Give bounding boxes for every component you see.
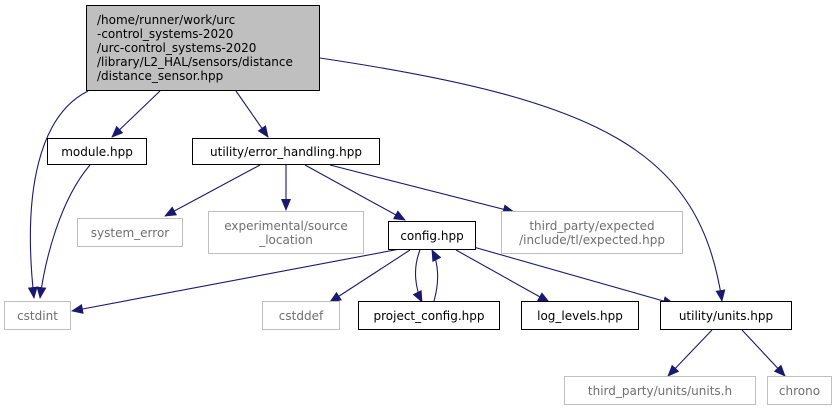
node-units-h: third_party/units/units.h [564, 376, 756, 405]
node-label: cstddef [278, 308, 324, 323]
node-label: third_party/units/units.h [587, 383, 733, 398]
node-label-line: /home/runner/work/urc [97, 13, 236, 27]
edge-project-config [431, 249, 442, 302]
node-label: project_config.hpp [373, 308, 485, 323]
edge-root-module [111, 90, 161, 138]
node-project-config-hpp[interactable]: project_config.hpp [358, 301, 500, 330]
node-label: system_error [90, 225, 170, 240]
edge-eh-expected [329, 164, 515, 215]
node-error-handling-hpp[interactable]: utility/error_handling.hpp [192, 138, 380, 165]
node-units-hpp[interactable]: utility/units.hpp [660, 301, 792, 330]
node-cstddef: cstddef [262, 301, 340, 330]
edge-root-cstdint [27, 90, 89, 299]
edge-units-chrono [741, 329, 786, 377]
edge-eh-config [304, 164, 406, 221]
node-label: module.hpp [61, 144, 133, 159]
node-label-line: /include/tl/expected.hpp [519, 232, 665, 247]
node-label: utility/error_handling.hpp [210, 144, 362, 159]
edge-config-project [412, 249, 423, 303]
node-label-line: -control_systems-2020 [97, 27, 234, 41]
node-label-line: /urc-control_systems-2020 [97, 41, 257, 55]
node-label-line: third_party/expected [529, 218, 655, 233]
edge-config-cstddef [329, 249, 411, 303]
node-label: cstdint [17, 308, 58, 323]
node-label: utility/units.hpp [678, 308, 774, 323]
node-system-error: system_error [77, 218, 183, 247]
edge-module-cstdint [36, 164, 91, 299]
node-expected-hpp: third_party/expected /include/tl/expecte… [501, 211, 683, 254]
node-source-location: experimental/source _location [208, 211, 364, 254]
node-label-line: /distance_sensor.hpp [97, 69, 224, 83]
node-label: chrono [778, 383, 821, 398]
node-label-line: /library/L2_HAL/sensors/distance [97, 55, 293, 69]
node-chrono: chrono [767, 376, 832, 405]
edge-config-log-levels [455, 249, 550, 303]
node-label: config.hpp [400, 228, 464, 243]
node-config-hpp[interactable]: config.hpp [388, 221, 476, 250]
node-label-line: experimental/source [224, 218, 348, 233]
edge-root-error-handling [235, 90, 269, 138]
edge-eh-system-error [164, 164, 261, 217]
node-log-levels-hpp[interactable]: log_levels.hpp [521, 301, 639, 330]
node-distance-sensor-hpp[interactable]: /home/runner/work/urc -control_systems-2… [86, 5, 320, 91]
node-label: log_levels.hpp [537, 308, 623, 323]
edge-config-cstdint [71, 248, 401, 314]
node-module-hpp[interactable]: module.hpp [47, 138, 147, 165]
edge-config-units [469, 245, 675, 306]
edge-root-units [319, 57, 726, 302]
edge-units-units-h [667, 329, 713, 377]
node-cstdint: cstdint [4, 301, 71, 330]
node-label-line: _location [259, 232, 313, 247]
